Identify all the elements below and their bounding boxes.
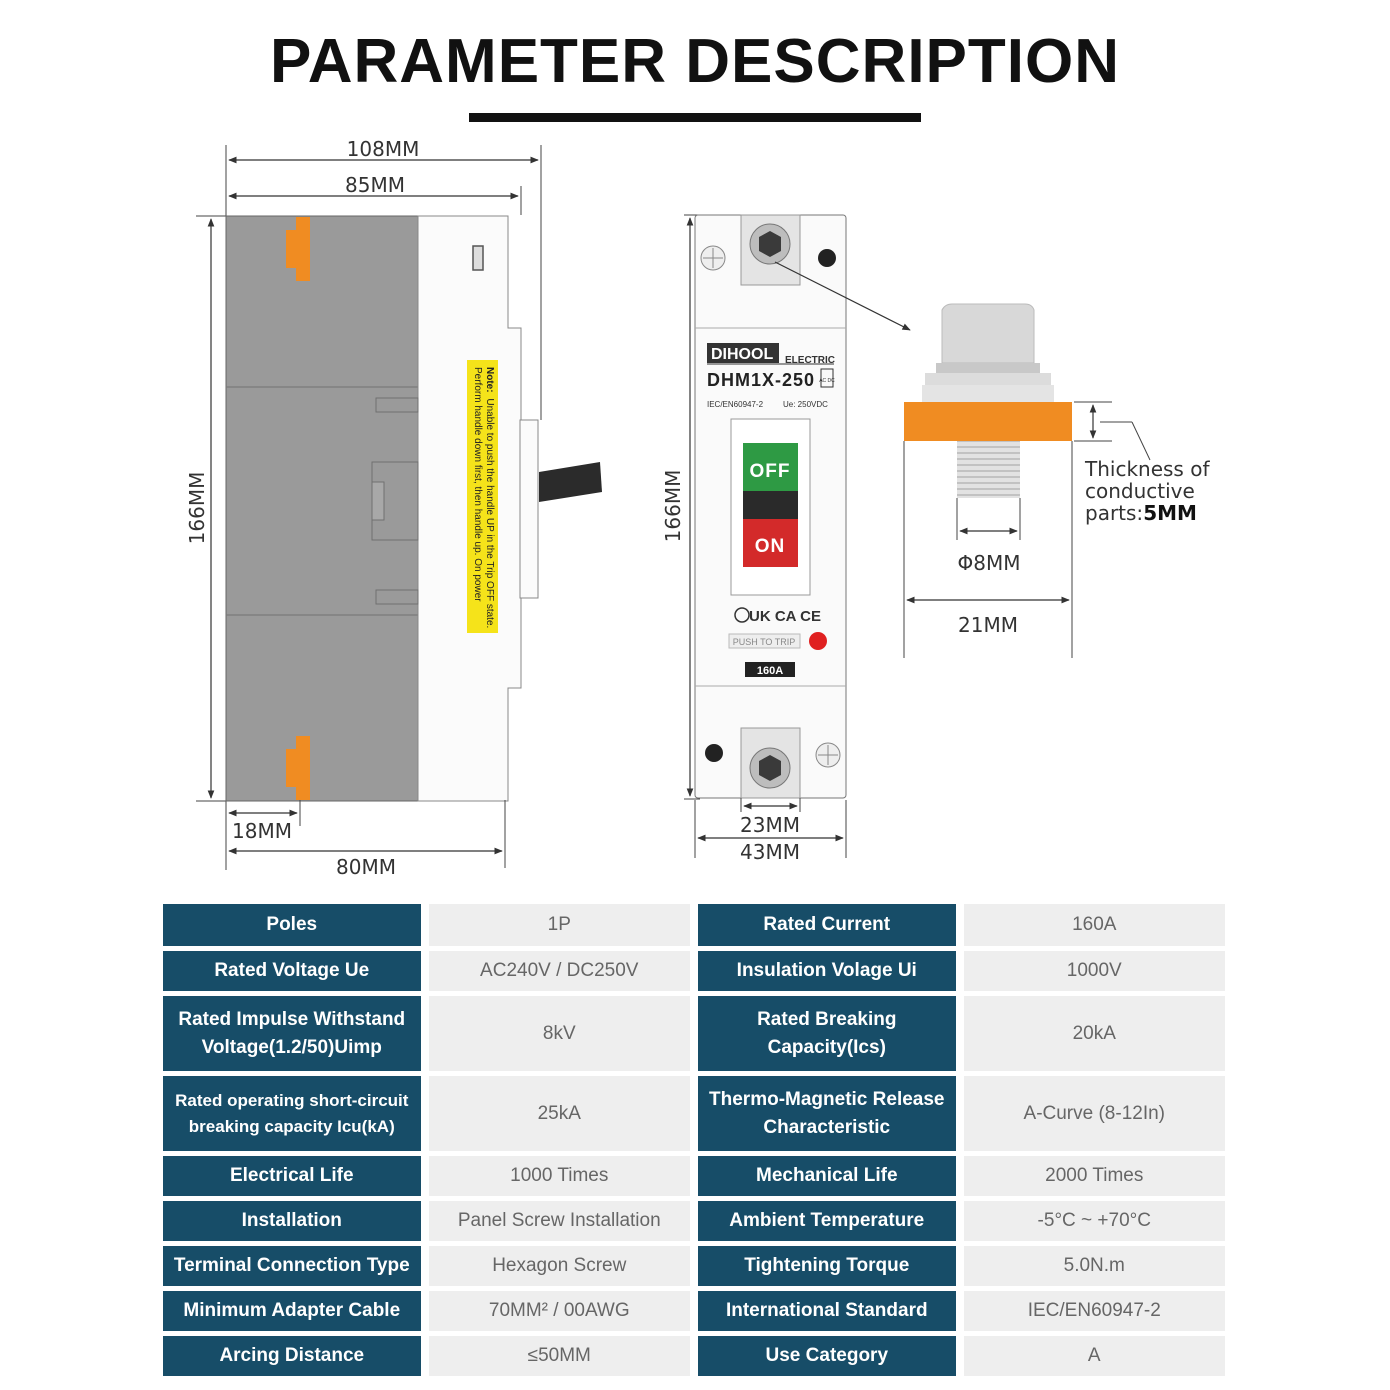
spec-key: Electrical Life — [163, 1156, 421, 1196]
dim-bolt: Φ8MM — [958, 551, 1021, 575]
spec-value: A-Curve (8-12In) — [963, 1076, 1225, 1151]
dim-85: 85MM — [345, 173, 405, 197]
dim-plate: 21MM — [958, 613, 1018, 637]
acdc: AC DC — [819, 378, 835, 384]
spec-key: Mechanical Life — [698, 1156, 956, 1196]
side-view: 108MM 85MM 166MM Note: — [185, 137, 602, 879]
spec-value: 2000 Times — [963, 1156, 1225, 1196]
front-view: 166MM DIHOOL ELECTRIC DHM1X-250 AC DC IE… — [661, 214, 911, 864]
svg-text:parts:5MM: parts:5MM — [1085, 501, 1197, 525]
spec-value: A — [963, 1336, 1225, 1376]
spec-row: Arcing Distance ≤50MM Use Category A — [163, 1336, 1225, 1376]
cert-marks: UK CA CE — [749, 608, 821, 625]
page-title: PARAMETER DESCRIPTION — [269, 27, 1120, 96]
brand: DIHOOL — [711, 346, 773, 363]
standard: IEC/EN60947-2 — [707, 400, 764, 409]
spec-value: -5°C ~ +70°C — [963, 1201, 1225, 1241]
thickness-value: 5MM — [1143, 501, 1197, 525]
spec-value: 5.0N.m — [963, 1246, 1225, 1286]
spec-key: Poles — [163, 904, 421, 946]
spec-key: Insulation Volage Ui — [698, 951, 956, 991]
spec-key: Rated Current — [698, 904, 956, 946]
spec-key: Use Category — [698, 1336, 956, 1376]
spec-row: Poles 1P Rated Current 160A — [163, 904, 1225, 946]
spec-key: International Standard — [698, 1291, 956, 1331]
spec-key: Arcing Distance — [163, 1336, 421, 1376]
on-label: ON — [755, 536, 786, 557]
model: DHM1X-250 — [707, 370, 815, 390]
spec-key: Minimum Adapter Cable — [163, 1291, 421, 1331]
spec-row: Rated Impulse Withstand Voltage(1.2/50)U… — [163, 996, 1225, 1071]
dimension-drawings: 108MM 85MM 166MM Note: — [185, 137, 1210, 879]
dim-80: 80MM — [336, 855, 396, 879]
spec-key: Installation — [163, 1201, 421, 1241]
ue: Ue: 250VDC — [783, 400, 828, 409]
spec-table: Poles 1P Rated Current 160A Rated Voltag… — [163, 904, 1225, 1381]
push-to-trip: PUSH TO TRIP — [733, 637, 796, 647]
thickness-prefix: parts: — [1085, 501, 1143, 525]
spec-value: 160A — [963, 904, 1225, 946]
spec-key: Rated Voltage Ue — [163, 951, 421, 991]
spec-key: Rated Impulse Withstand Voltage(1.2/50)U… — [163, 996, 421, 1071]
brand-sub: ELECTRIC — [785, 355, 835, 366]
spec-key: Thermo-Magnetic Release Characteristic — [698, 1076, 956, 1151]
spec-key: Tightening Torque — [698, 1246, 956, 1286]
rating: 160A — [757, 665, 783, 677]
note-line1: Unable to push the handle UP in the Trip… — [484, 398, 495, 628]
spec-value: 1000 Times — [428, 1156, 690, 1196]
terminal-detail: Thickness of conductive parts:5MM Φ8MM 2… — [903, 303, 1210, 658]
spec-value: 20kA — [963, 996, 1225, 1071]
spec-value: 25kA — [428, 1076, 690, 1151]
off-label: OFF — [750, 461, 791, 482]
trip-button — [809, 632, 827, 650]
spec-row: Rated Voltage Ue AC240V / DC250V Insulat… — [163, 951, 1225, 991]
spec-row: Rated operating short-circuit breaking c… — [163, 1076, 1225, 1151]
ccc-icon — [734, 607, 750, 623]
note-line2: Perform handle down first, then handle u… — [472, 367, 483, 602]
dim-166-side: 166MM — [185, 472, 209, 545]
spec-value: 70MM² / 00AWG — [428, 1291, 690, 1331]
spec-row: Minimum Adapter Cable 70MM² / 00AWG Inte… — [163, 1291, 1225, 1331]
spec-row: Terminal Connection Type Hexagon Screw T… — [163, 1246, 1225, 1286]
title-underline — [469, 113, 921, 122]
spec-value: 1P — [428, 904, 690, 946]
spec-value: Panel Screw Installation — [428, 1201, 690, 1241]
spec-key: Rated Breaking Capacity(Ics) — [698, 996, 956, 1071]
spec-value: IEC/EN60947-2 — [963, 1291, 1225, 1331]
spec-value: ≤50MM — [428, 1336, 690, 1376]
dim-43: 43MM — [740, 840, 800, 864]
dim-18: 18MM — [232, 819, 292, 843]
thickness-line2: conductive — [1085, 479, 1195, 503]
svg-text:Note: Unable to push the: Note: Unable to push the handle UP in th… — [484, 367, 495, 628]
thickness-line1: Thickness of — [1084, 457, 1210, 481]
dim-108: 108MM — [347, 137, 420, 161]
note-label: Note: — [484, 367, 495, 393]
spec-value: 8kV — [428, 996, 690, 1071]
spec-value: AC240V / DC250V — [428, 951, 690, 991]
spec-value: 1000V — [963, 951, 1225, 991]
spec-key: Ambient Temperature — [698, 1201, 956, 1241]
spec-key: Rated operating short-circuit breaking c… — [163, 1076, 421, 1151]
dim-23: 23MM — [740, 813, 800, 837]
spec-row: Electrical Life 1000 Times Mechanical Li… — [163, 1156, 1225, 1196]
spec-key: Terminal Connection Type — [163, 1246, 421, 1286]
spec-row: Installation Panel Screw Installation Am… — [163, 1201, 1225, 1241]
spec-value: Hexagon Screw — [428, 1246, 690, 1286]
dim-166-front: 166MM — [661, 470, 685, 543]
